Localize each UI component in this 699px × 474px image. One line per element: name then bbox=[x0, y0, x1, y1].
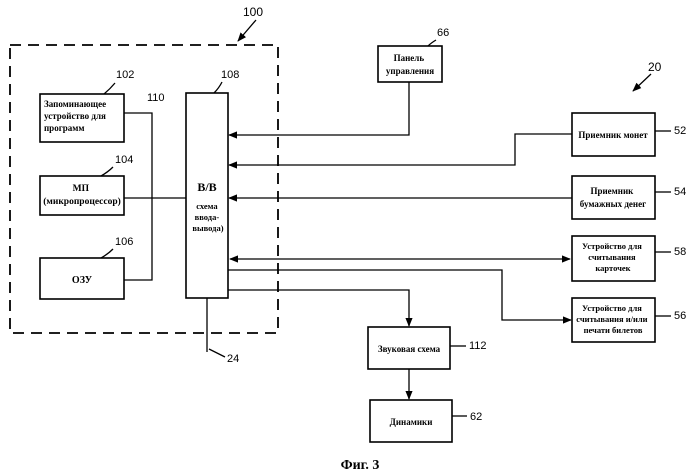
ref-100-arrow bbox=[238, 20, 256, 41]
ref-106: 106 bbox=[115, 236, 133, 248]
ref-106-leader bbox=[101, 249, 113, 258]
ref-104-leader bbox=[101, 167, 113, 176]
ref-108-leader bbox=[214, 82, 222, 93]
bus-110 bbox=[124, 113, 152, 280]
figure-caption: Фиг. 3 bbox=[341, 458, 380, 473]
ref-66: 66 bbox=[437, 27, 449, 39]
coin-to-io-arrow bbox=[229, 134, 572, 165]
io-to-ticket-arrow bbox=[228, 270, 571, 320]
ref-20-arrow bbox=[633, 74, 651, 91]
io-block bbox=[186, 93, 228, 298]
io-subtitle: схема ввода- вывода) bbox=[192, 201, 223, 233]
ref-20: 20 bbox=[648, 60, 662, 74]
ref-52: 52 bbox=[674, 125, 686, 137]
ticket-device-label: Устройство для считывания и/или печати б… bbox=[576, 303, 649, 335]
speakers-label: Динамики bbox=[390, 417, 433, 427]
ref-58: 58 bbox=[674, 246, 686, 258]
ref-24-leader bbox=[209, 349, 225, 357]
control-panel-block bbox=[378, 46, 442, 82]
sound-circuit-label: Звуковая схема bbox=[378, 344, 441, 354]
ref-110: 110 bbox=[147, 92, 165, 104]
ref-66-leader bbox=[428, 40, 436, 46]
ref-62: 62 bbox=[470, 411, 482, 423]
ref-112: 112 bbox=[469, 340, 487, 352]
ref-104: 104 bbox=[115, 154, 133, 166]
io-to-sound-arrow bbox=[228, 290, 409, 326]
ref-108: 108 bbox=[221, 69, 239, 81]
ref-102: 102 bbox=[116, 69, 134, 81]
cpu-block bbox=[40, 176, 124, 215]
ref-24: 24 bbox=[227, 353, 239, 365]
ref-56: 56 bbox=[674, 310, 686, 322]
io-title: В/В bbox=[197, 180, 216, 194]
ref-102-leader bbox=[104, 83, 115, 94]
ref-100: 100 bbox=[243, 5, 263, 19]
bill-acceptor-block bbox=[572, 176, 655, 219]
coin-acceptor-label: Приемник монет bbox=[578, 130, 648, 140]
panel-to-io-arrow bbox=[229, 82, 409, 135]
ref-54: 54 bbox=[674, 186, 686, 198]
ram-label: ОЗУ bbox=[72, 275, 93, 286]
